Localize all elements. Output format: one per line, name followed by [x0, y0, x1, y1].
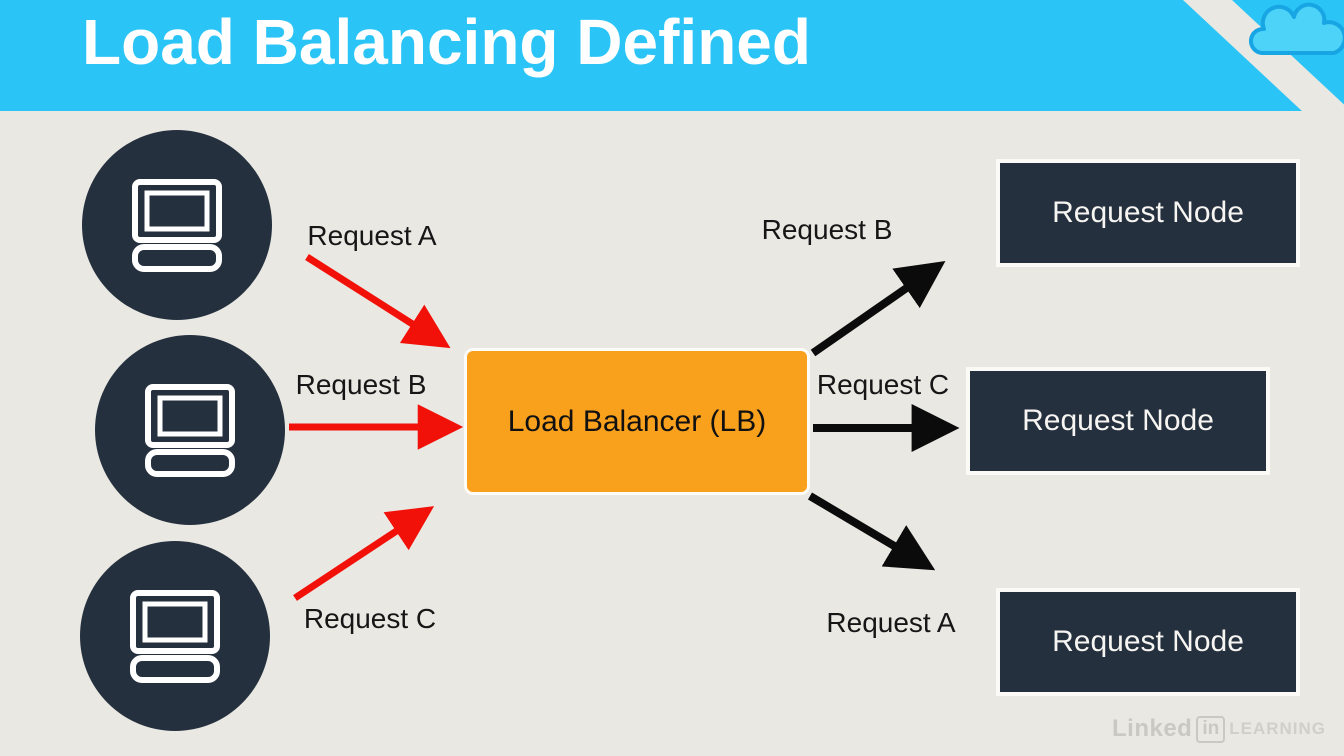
cloud-icon [1249, 2, 1344, 55]
request-node-box-3: Request Node [996, 588, 1300, 696]
red-arrow-request-a [305, 254, 451, 349]
outgoing-request-label-c: Request C [816, 369, 950, 400]
diagram-canvas: Request A Request B Request C Load Balan… [0, 111, 1344, 756]
outgoing-request-label-b: Request B [761, 214, 893, 245]
incoming-request-label-a: Request A [307, 220, 437, 251]
outgoing-request-label-a: Request A [826, 607, 956, 638]
diagonal-stripe [1183, 0, 1344, 111]
page-title: Load Balancing Defined [82, 6, 811, 78]
client-computer-1 [82, 130, 272, 320]
black-arrow-request-b [810, 260, 946, 357]
client-computer-3 [80, 541, 270, 731]
client-computer-2 [95, 335, 285, 525]
request-node-box-1: Request Node [996, 159, 1300, 267]
computer-icon [130, 589, 220, 683]
load-balancer-box: Load Balancer (LB) [464, 348, 810, 495]
logo-learning-text: LEARNING [1229, 719, 1326, 738]
linkedin-learning-logo: Linked in LEARNING [1112, 715, 1326, 743]
request-node-box-2: Request Node [966, 367, 1270, 475]
red-arrow-request-c [293, 506, 435, 601]
incoming-request-label-b: Request B [295, 369, 427, 400]
header-decoration [1183, 0, 1344, 111]
black-arrow-request-a [807, 492, 936, 571]
header-bar: Load Balancing Defined [0, 0, 1344, 111]
computer-icon [145, 383, 235, 477]
incoming-request-label-c: Request C [303, 603, 437, 634]
computer-icon [132, 178, 222, 272]
logo-linked-text: Linked [1111, 715, 1193, 742]
linkedin-in-icon: in [1196, 715, 1226, 743]
